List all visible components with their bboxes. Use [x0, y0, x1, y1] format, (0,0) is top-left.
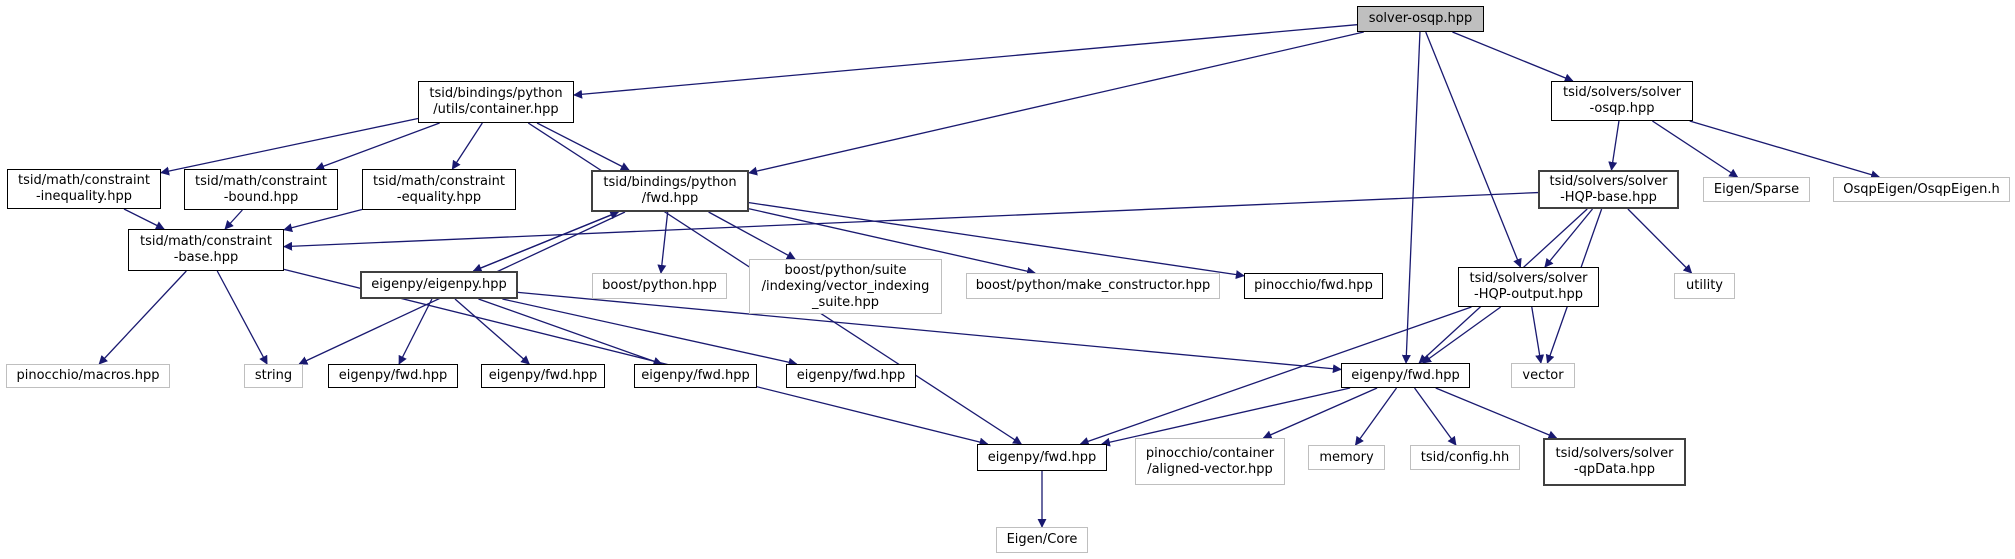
node-pin-macros[interactable]: pinocchio/macros.hpp [6, 364, 170, 388]
edge-efwd-main-to-qpdata [1435, 387, 1558, 440]
node-make-ctor[interactable]: boost/python/make_constructor.hpp [966, 273, 1220, 299]
node-hqp-output[interactable]: tsid/solvers/solver -HQP-output.hpp [1458, 267, 1599, 307]
edge-solver-osqp-to-hqp-base [1608, 120, 1620, 171]
edge-efwd-main-to-memory [1354, 387, 1398, 446]
node-efwd3[interactable]: eigenpy/fwd.hpp [634, 364, 757, 388]
edges [98, 24, 1881, 528]
node-qpdata[interactable]: tsid/solvers/solver -qpData.hpp [1543, 438, 1686, 486]
node-pin-aligned[interactable]: pinocchio/container /aligned-vector.hpp [1135, 438, 1285, 485]
edge-solver-osqp-to-eigen-sparse [1652, 120, 1739, 178]
edge-root-to-container [573, 24, 1358, 99]
edge-container-to-c-bound [315, 122, 440, 171]
node-osqpeigen[interactable]: OsqpEigen/OsqpEigen.h [1833, 177, 2010, 202]
edge-eigenpy-to-efwd1 [398, 298, 433, 365]
edge-efwd-main-to-pin-aligned [1262, 387, 1378, 439]
edge-solver-osqp-to-osqpeigen [1689, 120, 1881, 180]
edge-efwd-main-to-tsid-config [1414, 387, 1457, 446]
edge-hqp-output-to-efwd-low [1079, 306, 1472, 446]
node-c-base[interactable]: tsid/math/constraint -base.hpp [128, 229, 284, 271]
edge-root-to-hqp-output [1425, 31, 1522, 268]
edge-c-bound-to-c-base [224, 209, 243, 230]
edge-c-base-to-pin-macros [98, 270, 187, 365]
node-vec-idx[interactable]: boost/python/suite /indexing/vector_inde… [749, 259, 942, 314]
node-eigen-sparse[interactable]: Eigen/Sparse [1703, 177, 1810, 202]
edge-c-ineq-to-c-base [123, 208, 165, 230]
edge-py-fwd-to-boost-python [657, 211, 669, 274]
node-memory[interactable]: memory [1308, 445, 1385, 470]
edge-eigenpy-to-efwd4 [502, 298, 798, 367]
node-root[interactable]: solver-osqp.hpp [1357, 6, 1484, 32]
edge-eigenpy-to-efwd-main [517, 291, 1342, 374]
node-vector[interactable]: vector [1511, 363, 1575, 388]
node-utility[interactable]: utility [1674, 273, 1735, 299]
edge-hqp-base-to-utility [1627, 208, 1693, 274]
edge-root-to-py-fwd [748, 31, 1364, 176]
node-efwd2[interactable]: eigenpy/fwd.hpp [481, 364, 605, 388]
node-pin-fwd[interactable]: pinocchio/fwd.hpp [1244, 273, 1383, 299]
node-eigenpy[interactable]: eigenpy/eigenpy.hpp [360, 271, 518, 299]
edge-container-to-py-fwd [536, 122, 630, 171]
edge-eigenpy-to-efwd2 [454, 298, 530, 365]
node-efwd-main[interactable]: eigenpy/fwd.hpp [1341, 363, 1470, 388]
edge-hqp-output-to-vector [1531, 306, 1545, 364]
edge-hqp-output-to-efwd-main [1422, 306, 1502, 364]
node-hqp-base[interactable]: tsid/solvers/solver -HQP-base.hpp [1538, 170, 1679, 209]
edge-root-to-solver-osqp [1452, 31, 1574, 83]
node-py-fwd[interactable]: tsid/bindings/python /fwd.hpp [591, 170, 749, 212]
node-solver-osqp[interactable]: tsid/solvers/solver -osqp.hpp [1551, 81, 1693, 121]
node-string[interactable]: string [244, 364, 303, 388]
edge-container-to-c-eq [451, 122, 483, 170]
node-c-eq[interactable]: tsid/math/constraint -equality.hpp [362, 169, 516, 210]
edge-container-to-c-ineq [160, 117, 419, 176]
node-c-bound[interactable]: tsid/math/constraint -bound.hpp [184, 169, 338, 210]
node-eigen-core[interactable]: Eigen/Core [996, 527, 1088, 553]
node-container[interactable]: tsid/bindings/python /utils/container.hp… [418, 81, 574, 123]
edge-c-eq-to-c-base [283, 208, 363, 233]
node-efwd4[interactable]: eigenpy/fwd.hpp [786, 364, 916, 388]
node-c-ineq[interactable]: tsid/math/constraint -inequality.hpp [7, 169, 161, 209]
node-tsid-config[interactable]: tsid/config.hh [1410, 445, 1520, 470]
edge-eigenpy-to-efwd3 [478, 298, 663, 366]
node-efwd-low[interactable]: eigenpy/fwd.hpp [977, 444, 1107, 471]
edge-c-base-to-string [216, 270, 268, 365]
edge-efwd-main-to-efwd-low [1100, 387, 1351, 447]
edge-py-fwd-to-pin-fwd [748, 202, 1245, 280]
edge-hqp-base-to-hqp-output [1544, 208, 1594, 268]
edge-py-fwd-to-vec-idx [708, 211, 796, 260]
node-efwd1[interactable]: eigenpy/fwd.hpp [328, 364, 458, 388]
edge-hqp-base-to-c-base [283, 191, 1539, 251]
edge-eigenpy-to-py-fwd [473, 210, 620, 272]
edge-py-fwd-to-make-ctor [748, 208, 1036, 276]
node-boost-python[interactable]: boost/python.hpp [592, 273, 727, 299]
